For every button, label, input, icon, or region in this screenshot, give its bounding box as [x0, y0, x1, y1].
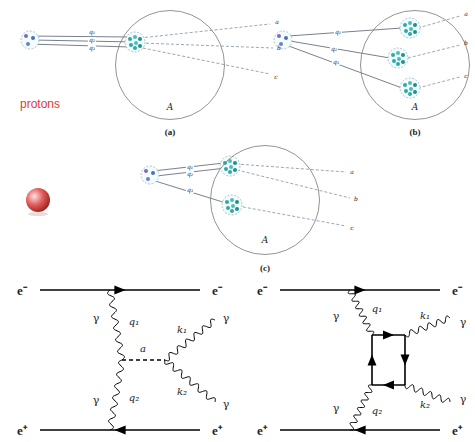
momentum-label: q₃	[332, 59, 340, 65]
feynman-label: q₁	[372, 304, 382, 314]
feynman-label: k₁	[177, 325, 187, 335]
illustration-strokes	[21, 16, 460, 430]
nucleon-cluster	[125, 32, 145, 52]
particle-label: protons	[20, 98, 60, 110]
feynman-label: γ	[223, 399, 230, 410]
feynman-label: e⁻	[17, 284, 27, 297]
momentum-label: a	[275, 19, 279, 25]
nucleon-cluster	[388, 48, 408, 68]
nucleus-label: A	[167, 102, 174, 112]
feynman-label: γ	[460, 394, 467, 405]
nucleus-circle: A	[360, 10, 470, 120]
nucleus-label: A	[262, 235, 269, 245]
panel-label: (c)	[260, 264, 270, 273]
feynman-label: e⁻	[212, 284, 222, 297]
momentum-label: b	[464, 40, 468, 46]
panel-label: (b)	[410, 128, 421, 137]
feynman-label: γ	[93, 313, 100, 324]
feynman-label: γ	[93, 395, 100, 406]
feynman-label: γ	[460, 317, 467, 328]
nucleon-cluster	[220, 156, 240, 176]
feynman-label: γ	[333, 403, 340, 414]
feynman-label: e⁺	[212, 424, 222, 437]
momentum-label: q₂	[88, 37, 96, 43]
momentum-label: a	[464, 11, 468, 17]
momentum-label: c	[274, 74, 277, 80]
nucleon-cluster	[400, 78, 420, 98]
feynman-label: e⁺	[452, 424, 462, 437]
feynman-label: a	[140, 344, 146, 354]
feynman-label: q₂	[372, 406, 382, 416]
panel-label: (a)	[165, 128, 176, 137]
nucleus-circle: A	[115, 10, 225, 120]
nucleon-cluster	[274, 31, 292, 49]
nucleon-cluster	[400, 18, 420, 38]
momentum-label: b	[354, 196, 358, 202]
momentum-label: q₁	[186, 164, 194, 170]
nucleon-cluster	[222, 195, 242, 215]
momentum-label: q₂	[330, 46, 338, 52]
momentum-label: c	[464, 73, 467, 79]
feynman-label: e⁺	[257, 424, 267, 437]
momentum-label: c	[350, 225, 353, 231]
feynman-label: γ	[333, 311, 340, 322]
momentum-label: q₃	[88, 45, 96, 51]
feynman-label: q₂	[129, 393, 139, 403]
momentum-label: q₁	[88, 29, 96, 35]
feynman-label: k₂	[420, 400, 430, 410]
momentum-label: q₂	[186, 171, 194, 177]
feynman-label: e⁻	[452, 284, 462, 297]
nucleus-label: A	[412, 102, 419, 112]
momentum-label: q₁	[334, 29, 342, 35]
nucleus-circle: A	[210, 145, 320, 255]
momentum-label: a	[350, 169, 354, 175]
nucleon-cluster	[141, 166, 159, 184]
feynman-label: q₁	[129, 317, 139, 327]
feynman-label: γ	[223, 313, 230, 324]
feynman-label: e⁻	[257, 284, 267, 297]
feynman-label: k₂	[177, 387, 187, 397]
feynman-label: e⁺	[17, 424, 27, 437]
feynman-label: k₁	[420, 311, 430, 321]
nucleon-cluster	[21, 31, 39, 49]
momentum-label: q₃	[186, 187, 194, 193]
momentum-label: b	[277, 45, 281, 51]
